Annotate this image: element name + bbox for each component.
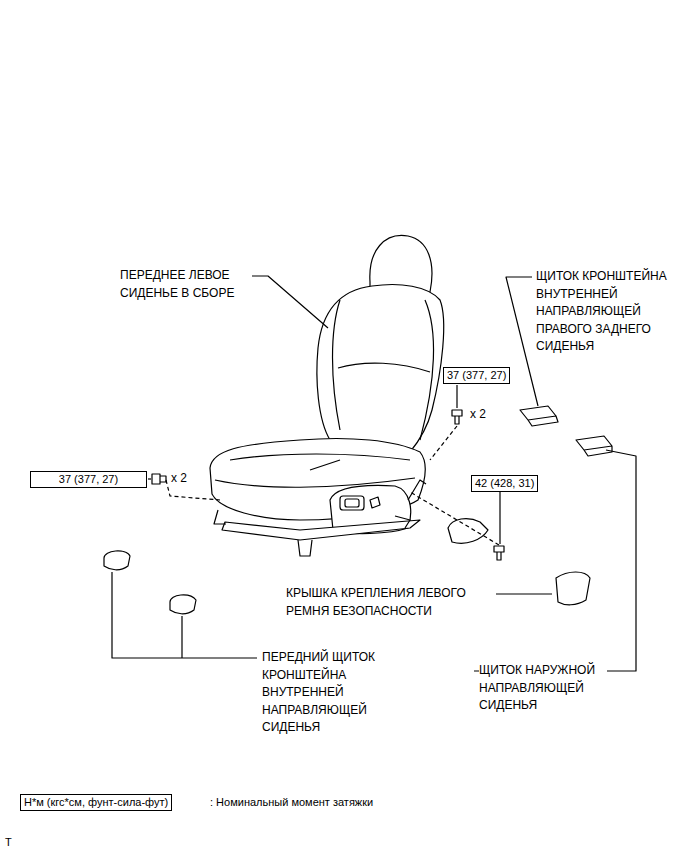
- box-text: 37 (377, 27): [59, 473, 118, 485]
- quantity: x 2: [171, 470, 187, 488]
- page-mark: T: [5, 834, 12, 852]
- part-name: КРЫШКА КРЕПЛЕНИЯ ЛЕВОГО РЕМНЯ БЕЗОПАСНОС…: [286, 585, 494, 620]
- legend-text: : Номинальный момент затяжки: [210, 794, 373, 812]
- torque-box: 37 (377, 27): [443, 367, 510, 384]
- part-name: ПЕРЕДНИЙ ЩИТОК КРОНШТЕЙНА ВНУТРЕННЕЙ НАП…: [262, 649, 390, 737]
- box-text: 42 (428, 31): [475, 477, 534, 489]
- part-name: ЩИТОК КРОНШТЕЙНА ВНУТРЕННЕЙ НАПРАВЛЯЮЩЕЙ…: [536, 268, 678, 356]
- box-text: 37 (377, 27): [447, 369, 506, 381]
- torque-box: 37 (377, 27): [30, 471, 147, 488]
- torque-box: 42 (428, 31): [471, 475, 538, 492]
- legend-unit-box: Н*м (кгс*см, фунт-сила-фут): [20, 794, 172, 811]
- part-name: ПЕРЕДНЕЕ ЛЕВОЕ СИДЕНЬЕ В СБОРЕ: [120, 267, 252, 302]
- box-text: Н*м (кгс*см, фунт-сила-фут): [24, 796, 168, 808]
- quantity: x 2: [470, 406, 486, 424]
- part-name: ЩИТОК НАРУЖНОЙ НАПРАВЛЯЮЩЕЙ СИДЕНЬЯ: [479, 662, 607, 715]
